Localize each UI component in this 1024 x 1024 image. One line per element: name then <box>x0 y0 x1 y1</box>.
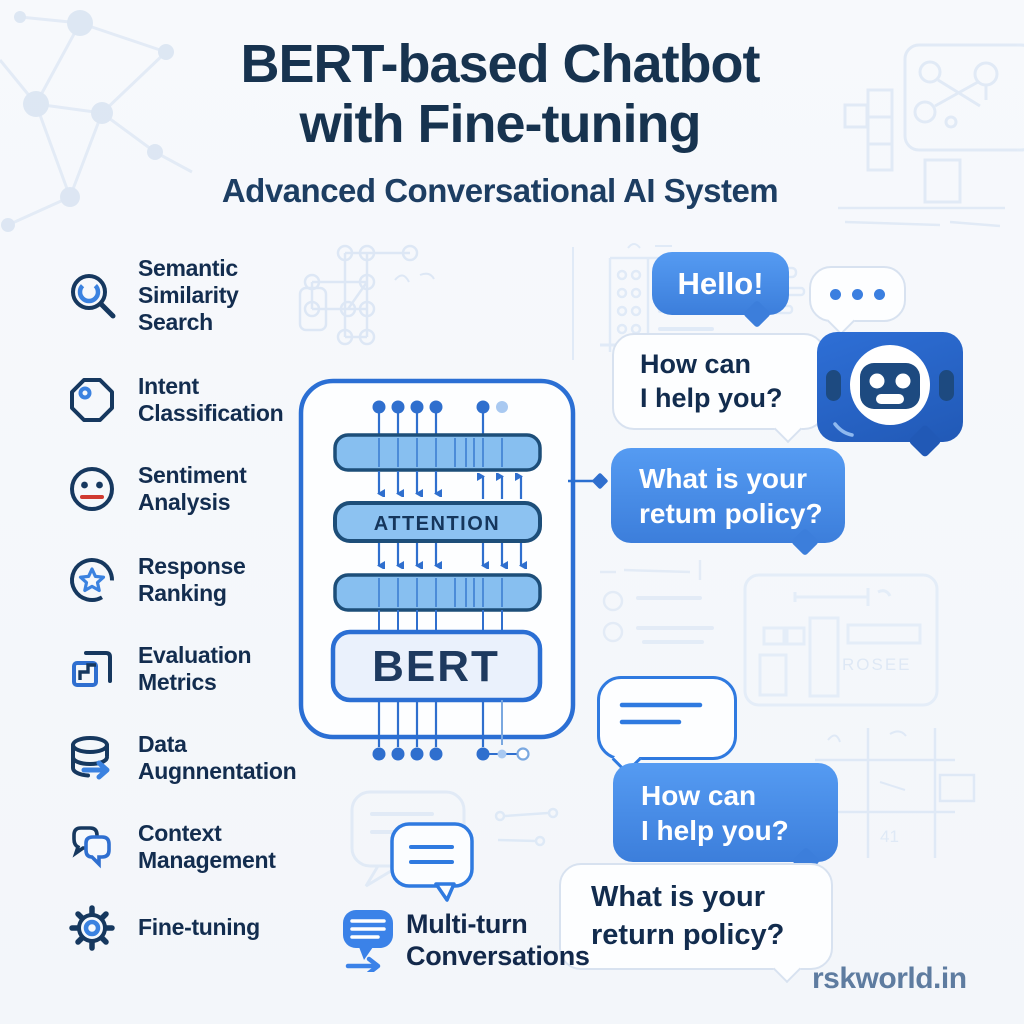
bert-box: BERT <box>330 629 543 703</box>
title-line-2: with Fine-tuning <box>299 94 702 155</box>
metrics-chart-icon <box>72 651 112 688</box>
multiturn-chat-icon <box>343 910 393 972</box>
robot-face-icon <box>826 345 954 437</box>
watermark: rskworld.in <box>812 962 967 995</box>
lines-encoder-bert <box>378 610 503 631</box>
chat-bubble-hello: Hello! <box>652 252 789 329</box>
diagram-output-connector <box>568 473 608 489</box>
chat-bubble-user-greeting: How can I help you? <box>613 763 838 876</box>
bubble-tail <box>773 414 803 444</box>
bubble-tail <box>790 527 820 557</box>
feature-context-management: Context Management <box>66 820 316 874</box>
chat-text-line1: How can <box>641 779 757 811</box>
page-title: BERT-based Chatbot with Fine-tuning <box>120 34 880 155</box>
bert-label: BERT <box>372 642 500 691</box>
bubble-tail <box>826 306 856 336</box>
sketch-label-rosee: ROSEE <box>842 655 912 674</box>
circuit-sketch <box>298 244 435 346</box>
feature-label: Sentiment Analysis <box>138 462 247 516</box>
feature-data-augmentation: Data Augnnentation <box>66 731 316 785</box>
chat-bubbles-icon <box>72 826 111 869</box>
feature-label: Semantic Similarity Search <box>138 255 239 336</box>
chat-text-line1: What is your <box>591 880 766 913</box>
chat-bubble-bot-greeting: How can I help you? <box>612 333 826 444</box>
chat-bubble-user-question: What is your retum policy? <box>611 448 845 557</box>
chat-text: Hello! <box>677 265 764 301</box>
multiturn-label: Multi-turn Conversations <box>406 909 590 972</box>
typing-dot <box>852 288 863 300</box>
feature-evaluation-metrics: Evaluation Metrics <box>66 642 316 696</box>
typing-dot <box>874 288 885 300</box>
embedding-layer-bar <box>333 433 542 472</box>
typing-dot <box>830 288 841 300</box>
attention-layer-bar: ATTENTION <box>333 501 542 543</box>
arrows-embedding-attention <box>379 471 521 499</box>
chat-text-line1: What is your <box>639 462 808 494</box>
chat-text-line2: I help you? <box>640 382 783 413</box>
sentiment-face-icon <box>70 467 114 512</box>
arrows-attention-encoder <box>379 543 521 565</box>
grid-sketch: 41 <box>815 728 976 858</box>
title-line-1: BERT-based Chatbot <box>240 34 760 94</box>
bubble-tail <box>772 954 802 984</box>
message-icon-bubble <box>597 676 737 775</box>
input-token-dots <box>372 400 508 435</box>
feature-label: Evaluation Metrics <box>138 642 252 696</box>
intent-tag-icon <box>70 378 114 423</box>
encoder-layer-bar <box>333 573 542 612</box>
ranking-star-icon <box>70 558 114 603</box>
bubble-tail <box>742 299 772 329</box>
page-subtitle: Advanced Conversational AI System <box>221 172 779 209</box>
small-chat-bubble-sketch <box>390 822 474 902</box>
output-token-dots <box>372 700 530 761</box>
feature-label: Intent Classification <box>138 373 284 427</box>
feature-label: Response Ranking <box>138 553 246 607</box>
chat-text-line1: How can <box>640 348 752 379</box>
feature-semantic-similarity-search: Semantic Similarity Search <box>66 255 316 336</box>
feature-intent-classification: Intent Classification <box>66 373 316 427</box>
rosee-box-sketch: ROSEE <box>743 573 939 707</box>
feature-sentiment-analysis: Sentiment Analysis <box>66 462 316 516</box>
feature-label: Context Management <box>138 820 276 874</box>
typing-indicator-bubble <box>809 266 906 336</box>
connector-doodles <box>494 807 559 847</box>
gear-icon <box>69 905 115 951</box>
checklist-sketch <box>600 560 714 644</box>
feature-label: Fine-tuning <box>138 914 260 941</box>
chat-text-line2: retum policy? <box>639 497 823 529</box>
chat-text-line2: I help you? <box>641 814 789 846</box>
message-lines-icon <box>619 702 703 725</box>
feature-label: Data Augnnentation <box>138 731 297 785</box>
robot-avatar <box>817 332 963 458</box>
attention-label: ATTENTION <box>374 513 500 535</box>
feature-response-ranking: Response Ranking <box>66 553 316 607</box>
multiturn-conversations: Multi-turn Conversations <box>340 908 606 973</box>
sketch-label-41: 41 <box>880 827 899 846</box>
chat-text-line2: return policy? <box>591 918 785 951</box>
chat-bubble-bot-question: What is your return policy? <box>559 863 833 984</box>
database-arrow-icon <box>71 736 110 780</box>
semantic-search-icon <box>71 273 116 319</box>
feature-fine-tuning: Fine-tuning <box>66 902 316 954</box>
bert-model-diagram: ATTENTION BERT <box>298 378 576 761</box>
